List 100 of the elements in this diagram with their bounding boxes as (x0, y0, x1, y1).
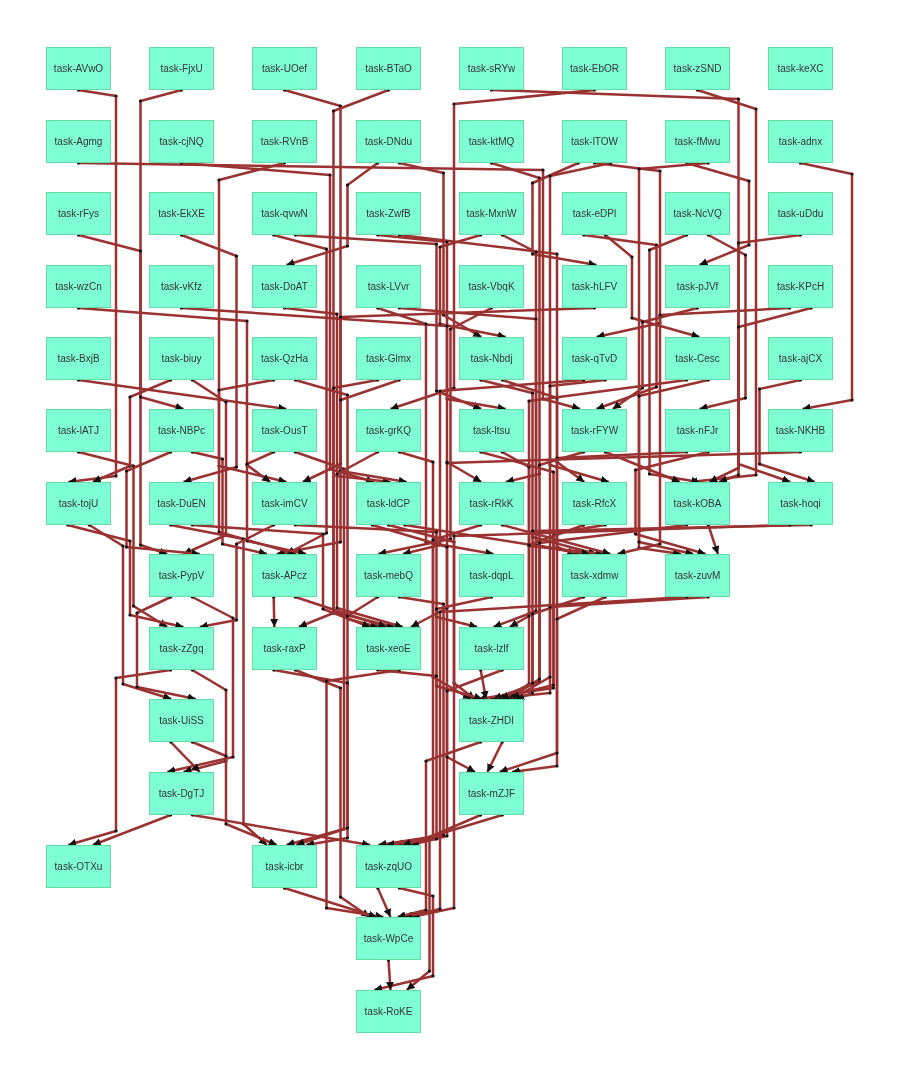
task-box (562, 265, 627, 308)
dependency-arrow (378, 595, 445, 847)
task-box (356, 337, 421, 380)
dependency-arrow (637, 378, 710, 556)
dependency-arrow (191, 740, 278, 847)
dependency-arrow (376, 668, 439, 847)
dependency-arrow (511, 595, 710, 701)
task-label: task-rRkK (469, 498, 514, 509)
dependency-arrow (410, 450, 802, 847)
dependency-arrow (294, 668, 371, 919)
task-label: task-NKHB (775, 425, 826, 436)
task-label: task-WpCe (363, 933, 414, 944)
task-label: task-mebQ (364, 570, 413, 581)
task-box (459, 554, 524, 597)
task-box (356, 917, 421, 960)
task-label: task-ajCX (778, 353, 823, 364)
dependency-arrow (501, 378, 586, 483)
dependency-arrow (286, 450, 346, 847)
dependency-arrow (501, 523, 611, 556)
dependency-arrow (548, 161, 612, 484)
task-box (46, 482, 111, 525)
task-label: task-FjxU (160, 63, 203, 74)
task-label: task-kOBA (673, 498, 722, 509)
task-box (459, 627, 524, 670)
task-label: task-LVvr (367, 281, 410, 292)
task-box (459, 337, 524, 380)
task-label: task-Agmg (54, 136, 103, 147)
dependency-arrow (490, 88, 791, 484)
dependency-arrow (135, 595, 197, 701)
task-box (149, 192, 214, 235)
dependency-arrow (332, 88, 395, 629)
dependency-arrow (180, 306, 482, 484)
dependency-arrow (403, 523, 590, 556)
task-box (665, 337, 730, 380)
dependency-arrow (92, 378, 172, 484)
dependency-arrow (294, 233, 482, 411)
task-label: task-NcVQ (673, 208, 722, 219)
task-label: task-DuEN (157, 498, 206, 509)
dependency-arrow (77, 233, 184, 411)
task-box (665, 192, 730, 235)
task-box (459, 120, 524, 163)
task-box (356, 265, 421, 308)
dependency-arrow (404, 595, 688, 919)
dependency-arrow (511, 450, 688, 774)
task-label: task-qTvD (571, 353, 618, 364)
task-box (356, 990, 421, 1033)
dependency-arrow (92, 813, 172, 847)
task-box (562, 554, 627, 597)
task-box (665, 409, 730, 452)
task-label: task-raxP (263, 643, 306, 654)
task-label: task-ZHDI (469, 715, 514, 726)
dependency-arrow (191, 813, 371, 847)
dependency-arrow (406, 813, 482, 991)
task-label: task-RfcX (572, 498, 617, 509)
task-box (149, 772, 214, 815)
dependency-arrow (335, 450, 404, 629)
task-label: task-cjNQ (159, 136, 204, 147)
task-label: task-Nbdj (470, 353, 513, 364)
dependency-arrow (604, 450, 681, 484)
task-label: task-pJVf (676, 281, 719, 292)
task-label: task-lTOW (570, 136, 618, 147)
dependency-arrow (507, 523, 688, 701)
task-label: task-zuvM (674, 570, 721, 581)
dependency-arrow (387, 523, 476, 700)
task-label: task-lzlf (474, 643, 509, 654)
dependency-arrow (77, 450, 168, 629)
task-box (252, 265, 317, 308)
dependency-arrow (166, 595, 235, 774)
task-label: task-tojU (58, 498, 99, 509)
task-label: task-vKfz (160, 281, 203, 292)
task-box (46, 337, 111, 380)
task-box (459, 409, 524, 452)
task-label: task-grKQ (366, 425, 411, 436)
task-box (768, 409, 833, 452)
task-label: task-uDdu (777, 208, 824, 219)
task-box (252, 482, 317, 525)
dependency-arrow (77, 161, 581, 411)
dependency-arrow (479, 669, 489, 700)
dependency-arrow (339, 378, 407, 484)
task-label: task-imCV (261, 498, 308, 509)
task-box (768, 192, 833, 235)
task-label: task-KPcH (776, 281, 825, 292)
task-box (46, 47, 111, 90)
task-box (459, 482, 524, 525)
task-label: task-hoqi (780, 498, 821, 509)
task-label: task-icbr (265, 861, 304, 872)
task-box (149, 337, 214, 380)
task-box (562, 120, 627, 163)
task-box (768, 482, 833, 525)
task-box (665, 554, 730, 597)
dependency-arrow (67, 668, 172, 847)
task-box (665, 120, 730, 163)
task-label: task-UOef (262, 63, 307, 74)
dependency-arrow (438, 233, 507, 339)
task-label: task-xeoE (366, 643, 411, 654)
task-box (356, 554, 421, 597)
dependency-arrow (708, 233, 802, 484)
task-box (562, 192, 627, 235)
dependency-arrow (217, 378, 297, 556)
task-label: task-zSND (673, 63, 722, 74)
